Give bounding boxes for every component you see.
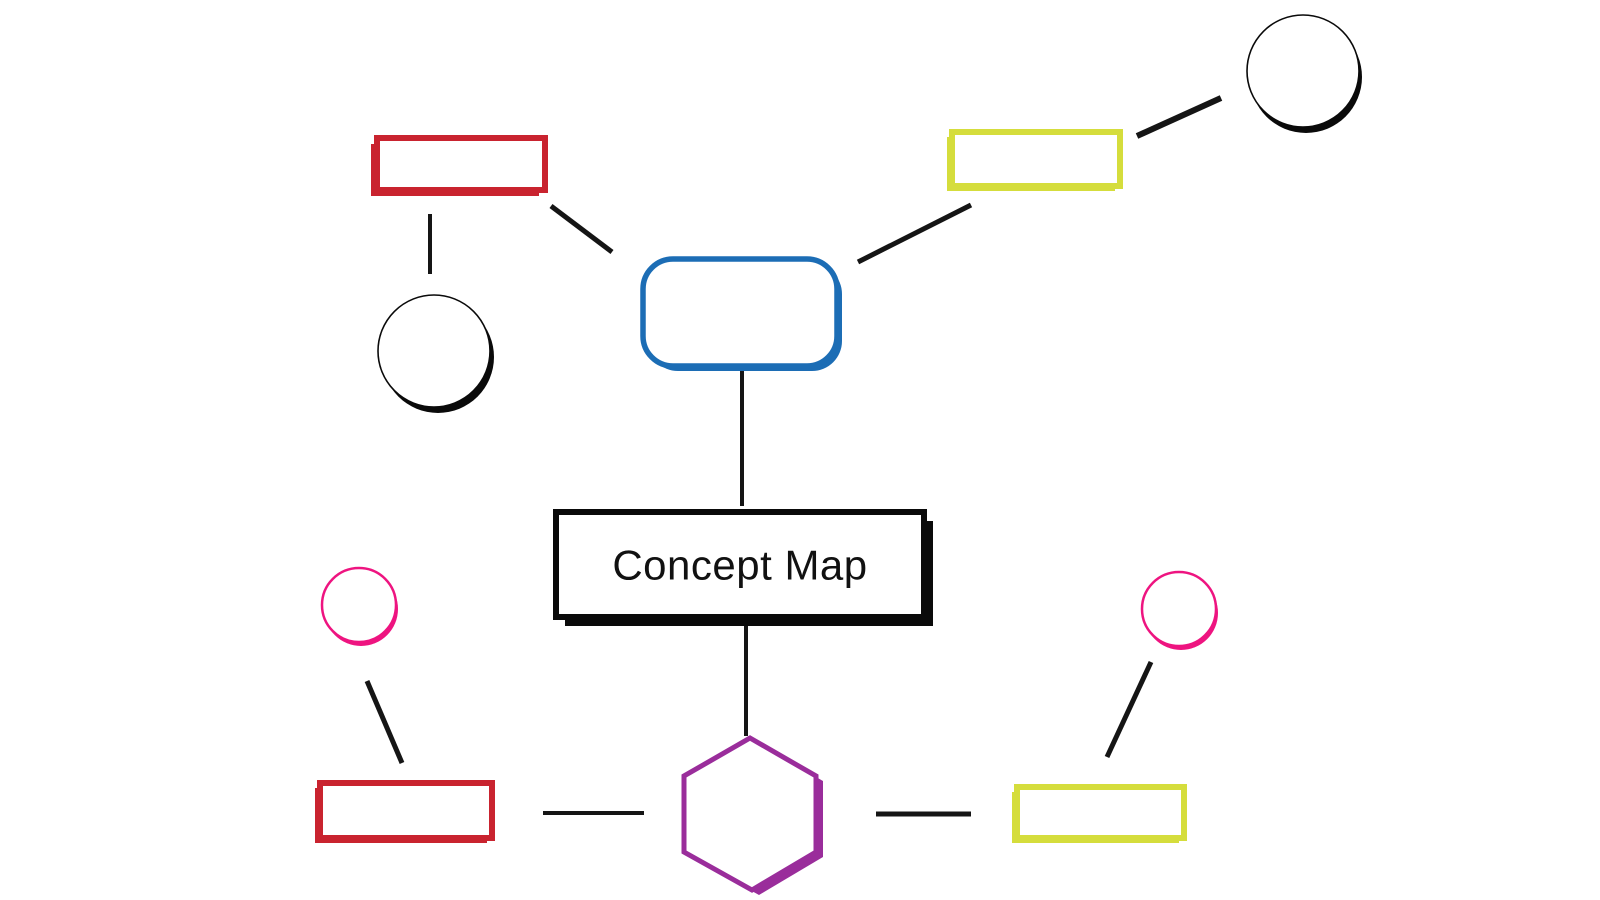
node-bottom-right-yellow-rect[interactable] [1012, 784, 1187, 843]
red-rect-bottom-shape [317, 780, 495, 841]
black-circle-left-shape [377, 294, 491, 408]
node-left-black-circle[interactable] [377, 294, 494, 413]
pink-circle-right-shape [1140, 570, 1218, 648]
blue-roundrect-shape [640, 256, 840, 369]
yellow-rect-bottom-shape [1014, 784, 1187, 841]
node-right-pink-circle[interactable] [1140, 570, 1218, 650]
center-node-label: Concept Map [612, 542, 867, 589]
pink-circle-left-shape [320, 566, 398, 644]
black-circle-topright-shape [1246, 14, 1360, 128]
red-rect-top-shape [374, 135, 548, 193]
node-left-pink-circle[interactable] [320, 566, 398, 646]
center-box-shape [553, 509, 927, 620]
yellow-rect-top-shape [949, 129, 1123, 189]
connector-pinkleft-to-redbottom[interactable] [364, 680, 405, 764]
node-bottom-purple-hexagon[interactable] [681, 735, 823, 895]
node-bottom-left-red-rect[interactable] [315, 780, 495, 843]
connector-yellowtop-to-circle[interactable] [1135, 95, 1223, 139]
node-top-right-yellow-rect[interactable] [947, 129, 1123, 191]
connector-bluebox-to-yellowtop[interactable] [856, 202, 973, 265]
purple-hexagon-shape [681, 735, 819, 893]
connector-pinkright-to-yellowbottom[interactable] [1104, 660, 1154, 759]
node-blue-rounded-rect[interactable] [640, 256, 842, 371]
connector-group [364, 95, 1223, 817]
node-top-left-red-rect[interactable] [371, 135, 548, 196]
node-center-title-box[interactable]: Concept Map [553, 509, 933, 626]
connector-redtop-to-bluebox[interactable] [549, 204, 614, 254]
node-top-right-black-circle[interactable] [1246, 14, 1362, 133]
